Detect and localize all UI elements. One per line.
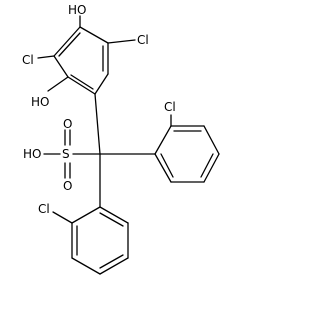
ring-bond <box>79 26 109 44</box>
ring-bond-inner <box>99 254 124 269</box>
ring-bond <box>99 206 129 224</box>
ring-bond <box>203 125 220 155</box>
chloro-upper-left-label: Cl <box>22 53 34 67</box>
sulfur-label: S <box>62 147 70 161</box>
ring-bond-inner <box>160 153 174 178</box>
ring-bond <box>154 125 172 155</box>
ring-bond <box>154 153 172 183</box>
oxygen-top-label: O <box>63 117 72 131</box>
chloro-upper-left-bond <box>37 55 55 59</box>
ring-bond-inner <box>58 32 81 57</box>
chloro-right-ring-label: Cl <box>164 100 176 114</box>
ring-to-central-carbon-bond <box>94 93 101 155</box>
upper-phenyl-ring <box>53 26 109 95</box>
ring-bond-inner <box>99 212 124 227</box>
hydroxyl-ring-label: HO <box>31 95 49 109</box>
ring-bond <box>53 26 81 57</box>
ring-bond <box>71 206 101 224</box>
ring-bond <box>53 55 69 78</box>
lower-chlorophenyl-ring <box>71 206 129 275</box>
hydroxyl-top-label: HO <box>68 3 86 17</box>
right-chlorophenyl-ring <box>154 125 220 183</box>
ring-bond <box>71 257 101 275</box>
chloro-lower-ring-bond <box>52 211 73 224</box>
ring-bond <box>203 153 220 183</box>
ring-bond <box>94 73 109 95</box>
hydroxyl-ring-bond <box>47 76 69 92</box>
ring-bond <box>99 257 129 275</box>
ring-bond-inner <box>200 153 214 178</box>
ring-bond <box>67 76 96 95</box>
ring-bond-inner <box>70 74 94 90</box>
oxygen-bottom-label: O <box>63 179 72 193</box>
sulfonic-hydroxyl-label: HO <box>23 147 41 161</box>
chloro-upper-right-label: Cl <box>137 33 149 47</box>
chloro-lower-ring-label: Cl <box>38 202 50 216</box>
chemical-structure-diagram: HO Cl Cl HO Cl HO S O O Cl <box>22 3 220 275</box>
chloro-upper-right-bond <box>107 39 136 44</box>
